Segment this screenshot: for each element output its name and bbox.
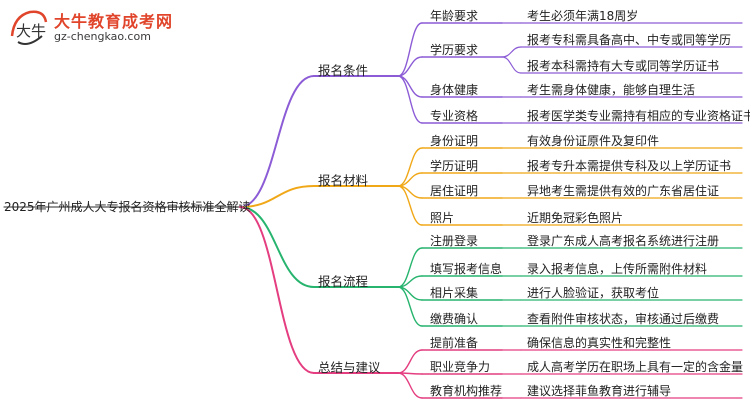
child-label: 提前准备 (430, 336, 479, 350)
svg-text:大牛: 大牛 (16, 22, 46, 40)
logo: 大牛 大牛教育成考网 gz-chengkao.com (8, 6, 208, 52)
logo-mark-icon: 大牛 (10, 10, 48, 45)
child-connector (397, 286, 423, 327)
detail-label: 近期免冠彩色照片 (527, 211, 624, 225)
detail-label: 报考专科需具备高中、中专或同等学历 (527, 33, 732, 47)
child-connector (397, 247, 423, 288)
child-connector (397, 372, 423, 399)
child-label: 学历要求 (430, 43, 479, 57)
child-connector (397, 185, 423, 226)
branch-connector (239, 206, 315, 288)
logo-title: 大牛教育成考网 (54, 12, 174, 31)
detail-label: 考生必须年满18周岁 (527, 9, 639, 23)
child-label: 身体健康 (430, 83, 479, 97)
detail-label: 有效身份证原件及复印件 (527, 134, 660, 148)
child-connector (397, 349, 423, 374)
child-connector (397, 75, 423, 98)
child-label: 注册登录 (430, 234, 479, 248)
branch-label: 报名条件 (318, 63, 369, 78)
child-label: 填写报考信息 (430, 262, 503, 276)
branch-label: 报名材料 (318, 173, 369, 188)
branch-connector (239, 75, 315, 208)
child-label: 缴费确认 (430, 312, 479, 326)
detail-label: 查看附件审核状态，审核通过后缴费 (527, 312, 720, 326)
child-label: 教育机构推荐 (430, 384, 503, 398)
child-label: 职业竞争力 (430, 360, 491, 374)
detail-label: 报考本科需持有大专或同等学历证书 (527, 59, 720, 73)
detail-label: 进行人脸验证，获取考位 (527, 286, 660, 300)
branch-connector (239, 206, 315, 374)
child-label: 照片 (430, 211, 455, 225)
detail-label: 异地考生需提供有效的广东省居住证 (527, 184, 720, 198)
child-label: 身份证明 (430, 134, 479, 148)
child-label: 专业资格 (430, 109, 479, 123)
child-connector (397, 56, 423, 77)
detail-label: 报考医学类专业需持有相应的专业资格证书 (527, 109, 750, 123)
child-label: 相片采集 (430, 286, 479, 300)
detail-connector (501, 56, 522, 74)
child-label: 居住证明 (430, 184, 479, 198)
detail-label: 考生需身体健康，能够自理生活 (527, 83, 696, 97)
detail-connector (501, 46, 522, 58)
branch-label: 报名流程 (318, 274, 369, 289)
branch-connector (239, 185, 315, 208)
child-label: 年龄要求 (430, 9, 479, 23)
mindmap-root: 2025年广州成人大专报名资格审核标准全解读 (4, 200, 251, 214)
detail-label: 录入报考信息，上传所需附件材料 (527, 262, 708, 276)
logo-url: gz-chengkao.com (54, 30, 151, 43)
child-label: 学历证明 (430, 159, 479, 173)
detail-label: 成人高考学历在职场上具有一定的含金量 (527, 360, 744, 374)
detail-label: 建议选择菲鱼教育进行辅导 (527, 384, 672, 398)
child-connector (397, 75, 423, 124)
child-connector (397, 22, 423, 77)
child-connector (397, 147, 423, 187)
detail-label: 报考专升本需提供专科及以上学历证书 (527, 159, 732, 173)
detail-label: 确保信息的真实性和完整性 (527, 336, 672, 350)
branch-label: 总结与建议 (318, 360, 381, 375)
detail-label: 登录广东成人高考报名系统进行注册 (527, 234, 720, 248)
